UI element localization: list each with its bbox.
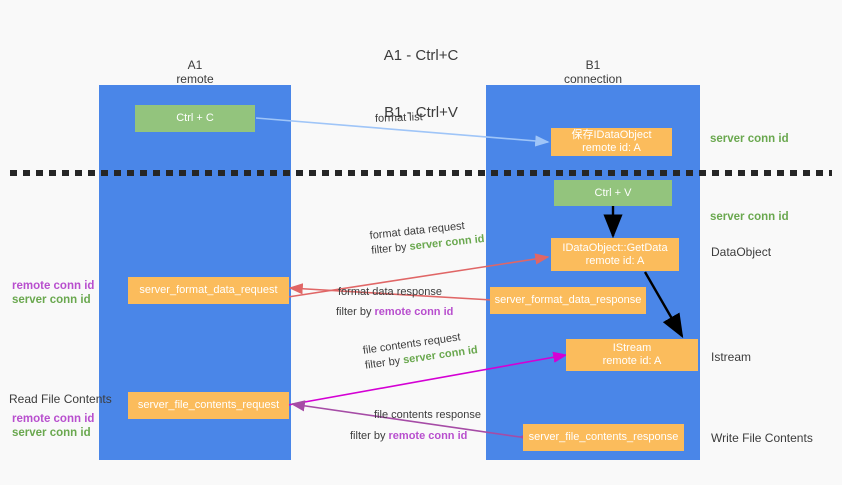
filter-prefix: filter by xyxy=(364,354,405,372)
column-header-a1: A1 remote xyxy=(99,58,291,86)
node-save-idataobject-subtitle: remote id: A xyxy=(582,142,641,154)
column-a1-subtitle: remote xyxy=(176,72,214,86)
node-server-file-contents-request[interactable]: server_file_contents_request xyxy=(128,392,289,419)
page-title: A1 - Ctrl+C B1 - Ctrl+V xyxy=(0,8,842,160)
edge-label-file-contents-request: file contents request filter by server c… xyxy=(362,328,479,374)
node-server-format-data-response[interactable]: server_format_data_response xyxy=(490,287,646,314)
title-line-1: A1 - Ctrl+C xyxy=(383,47,459,64)
filter-prefix: filter by xyxy=(350,430,389,442)
filter-prefix: filter by xyxy=(370,240,411,257)
label-server-conn-id-1: server conn id xyxy=(710,133,789,145)
node-server-file-contents-response[interactable]: server_file_contents_response xyxy=(523,424,684,451)
label-write-file-contents: Write File Contents xyxy=(711,431,813,445)
node-ctrl-v-label: Ctrl + V xyxy=(594,186,632,199)
node-getdata-title: IDataObject::GetData xyxy=(562,241,668,254)
label-istream: Istream xyxy=(711,350,752,364)
filter-key-remote-conn-id: remote conn id xyxy=(388,430,468,442)
node-ctrl-v[interactable]: Ctrl + V xyxy=(554,180,672,206)
label-dataobject: DataObject xyxy=(711,245,772,259)
edge-label-format-data-response: format data response filter by remote co… xyxy=(336,285,453,320)
column-a1-name: A1 xyxy=(187,58,203,72)
node-server-format-data-response-label: server_format_data_response xyxy=(494,294,642,306)
node-server-format-data-request[interactable]: server_format_data_request xyxy=(128,277,289,304)
label-server-conn-id-2: server conn id xyxy=(710,211,789,223)
label-server-conn-id-4: server conn id xyxy=(12,427,91,439)
edge-label-format-list: format list xyxy=(375,110,423,127)
node-istream-subtitle: remote id: A xyxy=(602,355,662,367)
node-getdata-subtitle: remote id: A xyxy=(585,254,645,267)
dashed-divider xyxy=(10,170,832,176)
node-save-idataobject[interactable]: 保存IDataObject remote id: A xyxy=(551,128,672,156)
edge-label-file-contents-response-title: file contents response xyxy=(374,409,482,421)
edge-label-file-contents-response-filter: filter by remote conn id xyxy=(350,429,481,444)
label-read-file-contents: Read File Contents xyxy=(9,392,112,406)
label-remote-conn-id-2: remote conn id xyxy=(12,413,95,425)
title-line-2: B1 - Ctrl+V xyxy=(384,104,458,121)
label-remote-conn-id-1: remote conn id xyxy=(12,280,95,292)
node-server-format-data-request-label: server_format_data_request xyxy=(139,284,278,296)
node-save-idataobject-title: 保存IDataObject xyxy=(571,129,652,141)
node-idataobject-getdata[interactable]: IDataObject::GetData remote id: A xyxy=(551,238,679,271)
node-server-file-contents-request-label: server_file_contents_request xyxy=(137,399,280,411)
edge-label-format-data-response-filter: filter by remote conn id xyxy=(336,305,453,320)
node-istream-title: IStream xyxy=(612,342,652,354)
edge-label-file-contents-response: file contents response filter by remote … xyxy=(350,408,482,444)
filter-key-remote-conn-id: remote conn id xyxy=(374,306,454,318)
column-b1-name: B1 xyxy=(585,58,601,72)
edge-label-format-data-request: format data request filter by server con… xyxy=(369,217,485,259)
node-server-file-contents-response-label: server_file_contents_response xyxy=(528,431,679,443)
edge-label-format-list-text: format list xyxy=(374,111,423,125)
column-header-b1: B1 connection xyxy=(486,58,700,86)
filter-prefix: filter by xyxy=(336,306,375,318)
label-server-conn-id-3: server conn id xyxy=(12,294,91,306)
column-b1-subtitle: connection xyxy=(563,72,623,86)
node-ctrl-c[interactable]: Ctrl + C xyxy=(135,105,255,132)
edge-label-format-data-response-title: format data response xyxy=(338,286,442,298)
node-istream[interactable]: IStream remote id: A xyxy=(566,339,698,371)
node-ctrl-c-label: Ctrl + C xyxy=(176,112,214,124)
